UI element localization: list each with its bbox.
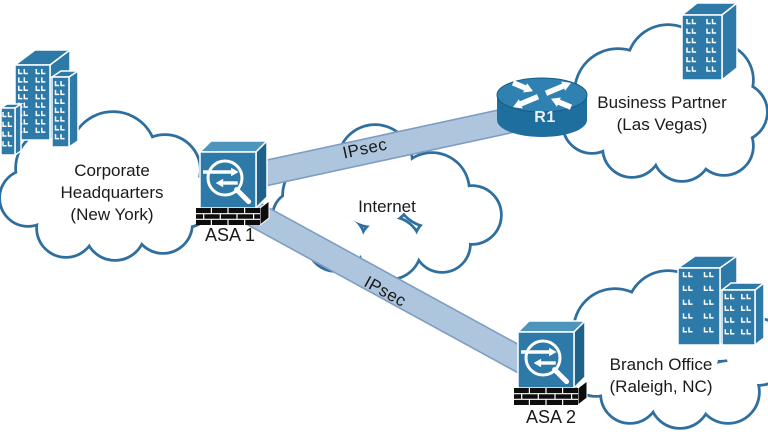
business-partner-label-line: (Las Vegas) [616, 115, 708, 134]
corporate-cloud-label-line: Headquarters [60, 183, 164, 202]
router-r1-label: R1 [534, 109, 556, 126]
internet-cloud-label: Internet [358, 197, 416, 216]
corporate-building-small-icon [0, 102, 24, 157]
corporate-cloud-label-line: (New York) [70, 205, 154, 224]
magnifier-icon [206, 159, 244, 197]
magnifier-icon [524, 339, 562, 377]
business-partner-label-line: Business Partner [597, 93, 727, 112]
corporate-cloud-icon [0, 110, 215, 262]
business-partner-building-icon [679, 1, 740, 82]
corporate-building-right-icon [49, 69, 81, 149]
business-partner-cloud-label: Business Partner (Las Vegas) [597, 92, 726, 136]
branch-office-label-line: Branch Office [609, 355, 713, 374]
branch-office-label-line: (Raleigh, NC) [609, 377, 713, 396]
router-r1-icon [496, 77, 588, 137]
branch-building-short-icon [719, 281, 767, 347]
corporate-cloud-label-line: Corporate [74, 161, 150, 180]
asa1-firewall-icon [196, 139, 270, 227]
corporate-cloud-label: Corporate Headquarters (New York) [60, 160, 163, 226]
asa2-label: ASA 2 [525, 407, 577, 427]
asa1-label: ASA 1 [204, 225, 256, 245]
branch-office-cloud-label: Branch Office (Raleigh, NC) [610, 354, 713, 398]
asa2-firewall-icon [514, 319, 588, 407]
